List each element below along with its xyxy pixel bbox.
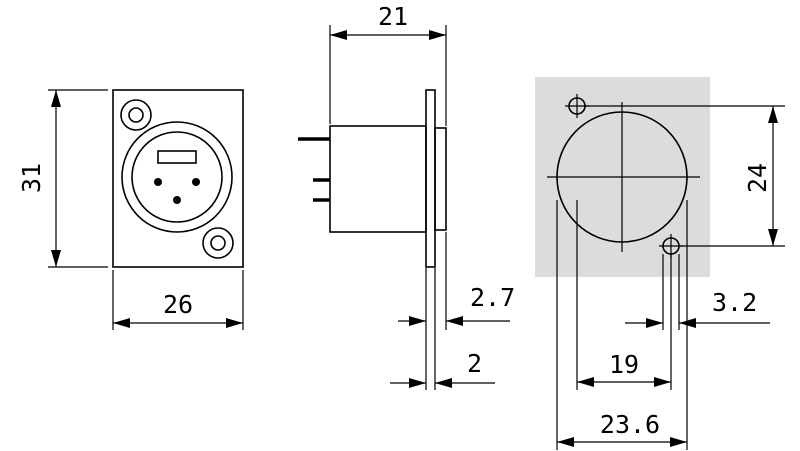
pin-1 <box>154 178 162 186</box>
dim-side-depth: 21 <box>378 2 408 31</box>
pin-3 <box>173 196 181 204</box>
connector-outer-ring <box>121 121 233 233</box>
side-view: 21 2.7 2 <box>298 2 515 390</box>
side-flange <box>425 89 436 268</box>
dim-flange-thickness: 2.7 <box>470 283 515 312</box>
dim-flange-offset: 2 <box>467 349 482 378</box>
front-panel <box>112 89 244 268</box>
dim-hole-spacing-vertical: 24 <box>743 163 772 193</box>
dim-cutout-diameter: 23.6 <box>600 410 660 439</box>
pin-2 <box>192 178 200 186</box>
dim-front-width: 26 <box>163 290 193 319</box>
front-hole-top-left <box>120 99 152 131</box>
side-body <box>329 125 427 233</box>
dim-hole-spacing-horizontal: 19 <box>609 350 639 379</box>
front-hole-top-left-inner <box>128 107 144 123</box>
front-view: 31 26 <box>17 89 244 330</box>
connector-inner-ring <box>131 131 223 223</box>
latch-slot <box>157 150 197 164</box>
dim-hole-diameter: 3.2 <box>712 288 757 317</box>
dim-front-height: 31 <box>17 163 46 193</box>
side-front-lip <box>434 127 447 231</box>
front-hole-bottom-right-inner <box>210 235 226 251</box>
cutout-view: 24 3.2 19 23.6 <box>535 77 785 450</box>
front-hole-bottom-right <box>202 227 234 259</box>
